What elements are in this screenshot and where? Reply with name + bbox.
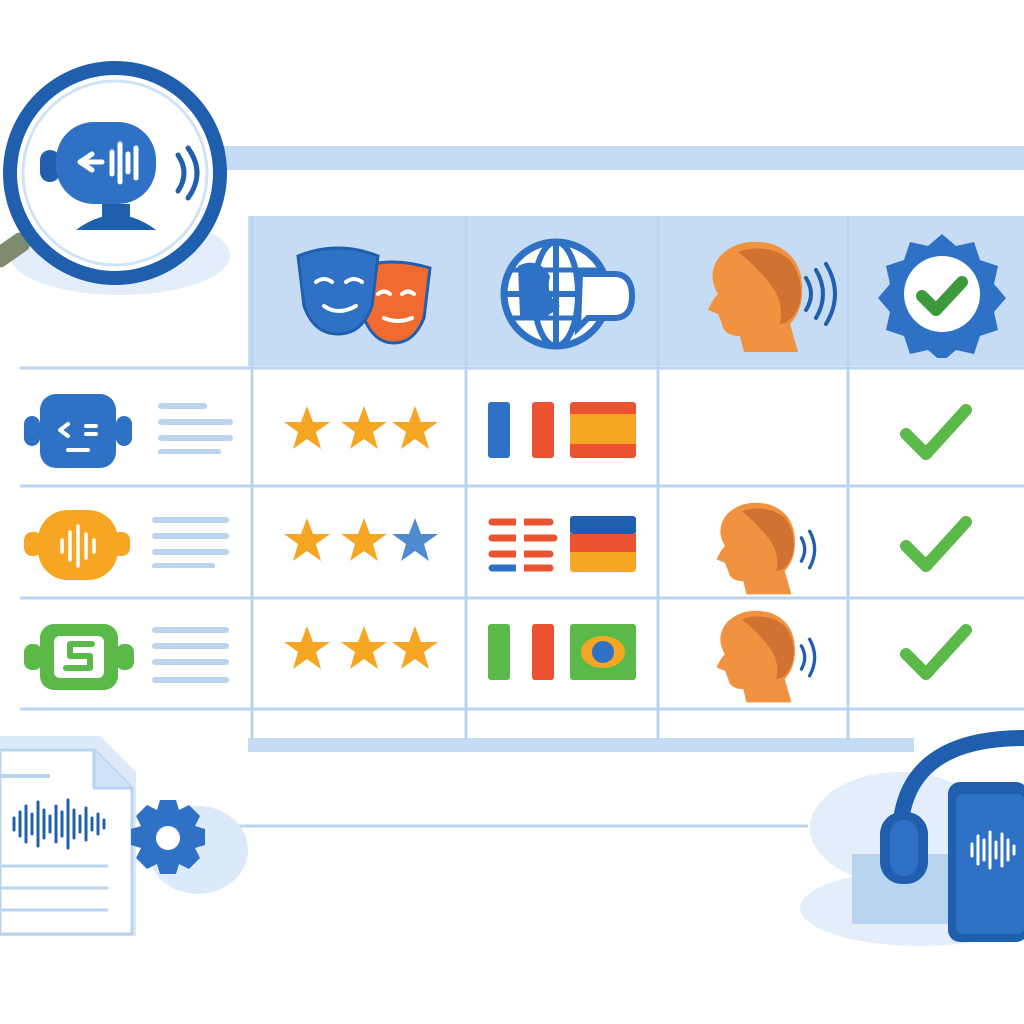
flag-striped-icon xyxy=(488,516,558,572)
speaking-head-icon xyxy=(694,606,834,704)
star-icon xyxy=(392,626,438,669)
verified-check-icon xyxy=(900,622,972,682)
speaking-head-icon xyxy=(690,236,840,354)
s-voice-icon xyxy=(24,620,144,696)
verified-check-icon xyxy=(900,514,972,574)
verified-check-icon xyxy=(900,402,972,462)
robot-voice-icon xyxy=(24,390,144,470)
top-banner-bar xyxy=(200,146,1024,170)
star-icon xyxy=(284,406,330,449)
audio-document-icon xyxy=(0,726,150,940)
table-bottom-bar xyxy=(248,738,914,752)
table-row xyxy=(20,488,1024,596)
flag-brazil-icon xyxy=(570,624,636,680)
waveform-voice-icon xyxy=(24,508,144,584)
star-icon xyxy=(341,518,387,561)
gear-icon xyxy=(128,790,250,900)
text-lines xyxy=(158,402,234,454)
flag-spain-icon xyxy=(570,402,636,458)
speaking-head-icon xyxy=(694,498,834,596)
star-rating xyxy=(282,624,442,674)
magnifier-robot-icon xyxy=(0,50,240,300)
text-lines xyxy=(152,516,232,568)
globe-speech-icon xyxy=(500,236,640,352)
flag-italy-icon xyxy=(488,624,556,680)
star-rating xyxy=(282,516,442,566)
star-icon xyxy=(284,626,330,669)
star-icon xyxy=(284,518,330,561)
star-empty-icon xyxy=(392,518,438,561)
star-rating xyxy=(282,404,442,454)
text-lines xyxy=(152,626,232,686)
headphones-tablet-icon xyxy=(790,728,1024,948)
star-icon xyxy=(341,406,387,449)
theater-masks-icon xyxy=(290,238,450,348)
verified-badge-icon xyxy=(878,230,1006,358)
flag-germany-icon xyxy=(570,516,636,572)
flag-italy-icon xyxy=(488,402,556,458)
table-row xyxy=(20,370,1024,484)
star-icon xyxy=(392,406,438,449)
table-row xyxy=(20,600,1024,708)
star-icon xyxy=(341,626,387,669)
